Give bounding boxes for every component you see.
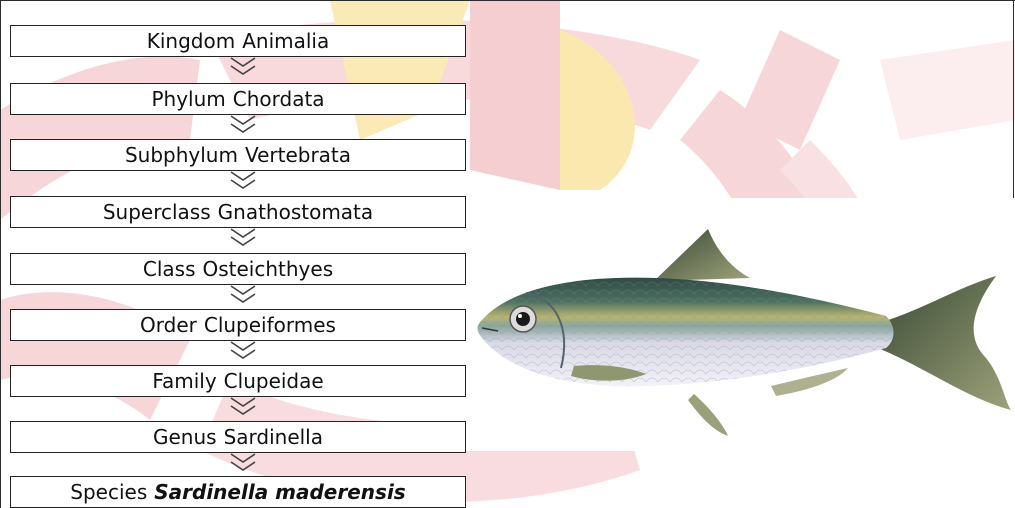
chevron-down-icon — [230, 228, 256, 246]
frame-left-line — [0, 0, 1, 508]
chevron-down-icon — [230, 397, 256, 415]
sardine-fish-illustration — [477, 229, 1011, 436]
rank-label: Kingdom — [146, 29, 236, 53]
frame-right-line — [1013, 0, 1014, 198]
taxonomy-box-class: Class Osteichthyes — [10, 253, 466, 285]
taxonomy-box-kingdom: Kingdom Animalia — [10, 25, 466, 57]
taxonomy-box-phylum: Phylum Chordata — [10, 83, 466, 115]
chevron-down-icon — [230, 171, 256, 189]
frame-top-line — [0, 0, 1015, 1]
rank-name: Chordata — [232, 87, 325, 111]
taxonomy-box-order: Order Clupeiformes — [10, 309, 466, 341]
rank-label: Family — [152, 369, 217, 393]
rank-name: Animalia — [242, 29, 330, 53]
rank-name: Osteichthyes — [202, 257, 334, 281]
fish-illustration-panel — [466, 198, 1015, 451]
chevron-down-icon — [230, 341, 256, 359]
chevron-down-icon — [230, 115, 256, 133]
rank-name: Vertebrata — [244, 143, 352, 167]
rank-name: Clupeiformes — [203, 313, 336, 337]
taxonomy-box-subphylum: Subphylum Vertebrata — [10, 139, 466, 171]
rank-label: Subphylum — [124, 143, 238, 167]
taxonomy-box-species: Species Sardinella maderensis — [10, 476, 466, 508]
rank-label: Genus — [152, 425, 217, 449]
chevron-down-icon — [230, 57, 256, 75]
chevron-down-icon — [230, 285, 256, 303]
rank-name: Clupeidae — [223, 369, 324, 393]
taxonomy-box-family: Family Clupeidae — [10, 365, 466, 397]
rank-label: Species — [70, 480, 148, 504]
rank-label: Class — [142, 257, 196, 281]
rank-name: Sardinella — [223, 425, 323, 449]
rank-label: Order — [140, 313, 197, 337]
rank-label: Superclass — [102, 200, 211, 224]
chevron-down-icon — [230, 453, 256, 471]
species-name: Sardinella maderensis — [154, 480, 406, 504]
rank-label: Phylum — [151, 87, 226, 111]
taxonomy-box-superclass: Superclass Gnathostomata — [10, 196, 466, 228]
taxonomy-box-genus: Genus Sardinella — [10, 421, 466, 453]
rank-name: Gnathostomata — [217, 200, 374, 224]
